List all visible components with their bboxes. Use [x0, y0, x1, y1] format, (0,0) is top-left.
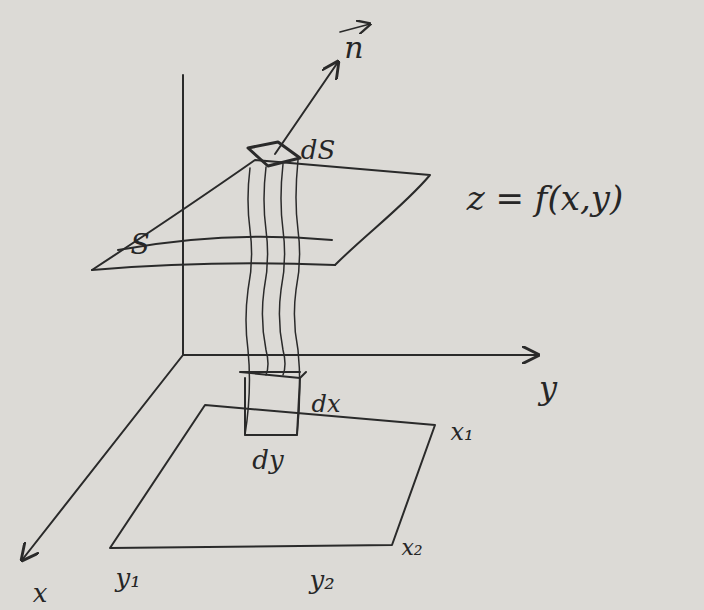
bound-label: y₁ — [115, 565, 140, 591]
vector-label: n — [344, 33, 363, 63]
axis-label: y — [539, 372, 557, 404]
projection-region — [110, 405, 435, 548]
element-label: dS — [301, 137, 335, 163]
x-axis — [22, 355, 183, 560]
surface-equation: z = f(x,y) — [467, 181, 623, 215]
projection-line — [262, 167, 268, 375]
surface-sheet — [92, 160, 430, 270]
vector-arrow — [340, 24, 370, 32]
area-element — [240, 372, 306, 435]
differential-label: dx — [312, 392, 341, 416]
bound-label: x₂ — [401, 537, 422, 559]
z-axis — [182, 75, 184, 355]
surface-label: S — [130, 231, 149, 259]
bound-label: y₂ — [309, 567, 334, 593]
projection-line — [279, 164, 285, 375]
bound-label: x₁ — [450, 420, 473, 444]
y-axis — [183, 354, 538, 356]
axis-label: x — [33, 580, 48, 606]
differential-label: dy — [252, 447, 283, 473]
